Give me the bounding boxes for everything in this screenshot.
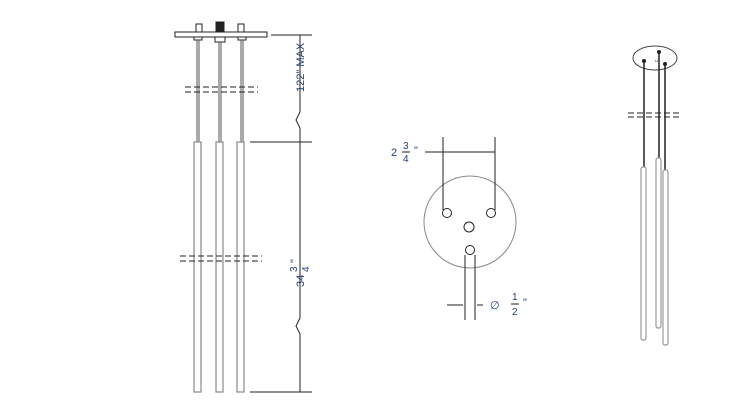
hole [463,221,475,233]
length-inch-mark: " [289,259,301,263]
diameter-numerator: 1 [512,292,518,303]
spacing-whole: 2 [391,147,397,159]
hole [486,208,496,218]
height-max-label: 122" MAX [295,42,307,92]
length-whole: 34 [295,275,307,287]
pendant-tubes [193,141,245,393]
break-lines [180,86,262,262]
canopy-perspective [632,45,678,71]
svg-text:c: c [654,59,660,62]
canopy-outline [423,175,517,269]
perspective-view: c [628,45,681,346]
diameter-inch-mark: " [523,297,527,309]
length-numerator: 3 [289,266,300,272]
canopy-top-view [423,137,517,320]
spacing-denominator: 4 [403,154,409,165]
diameter-label: ∅ 1 2 " [490,292,527,318]
hole [442,208,452,218]
perspective-break-lines [628,112,681,118]
rods [196,40,244,142]
spacing-numerator: 3 [403,141,409,152]
hole [465,245,475,255]
dimension-lines [250,34,312,393]
diameter-symbol: ∅ [490,300,500,312]
front-view [174,21,312,393]
diameter-denominator: 2 [512,307,518,318]
canopy-hardware [193,21,247,43]
spacing-inch-mark: " [414,145,418,157]
length-label: 34 3 4 " [289,259,312,287]
canopy-plate [174,31,268,38]
perspective-cords [643,53,666,170]
spacing-dimension-lines [425,137,496,320]
spacing-label: 2 3 4 " [391,141,418,165]
perspective-tubes [640,157,669,346]
length-denominator: 4 [301,266,312,272]
